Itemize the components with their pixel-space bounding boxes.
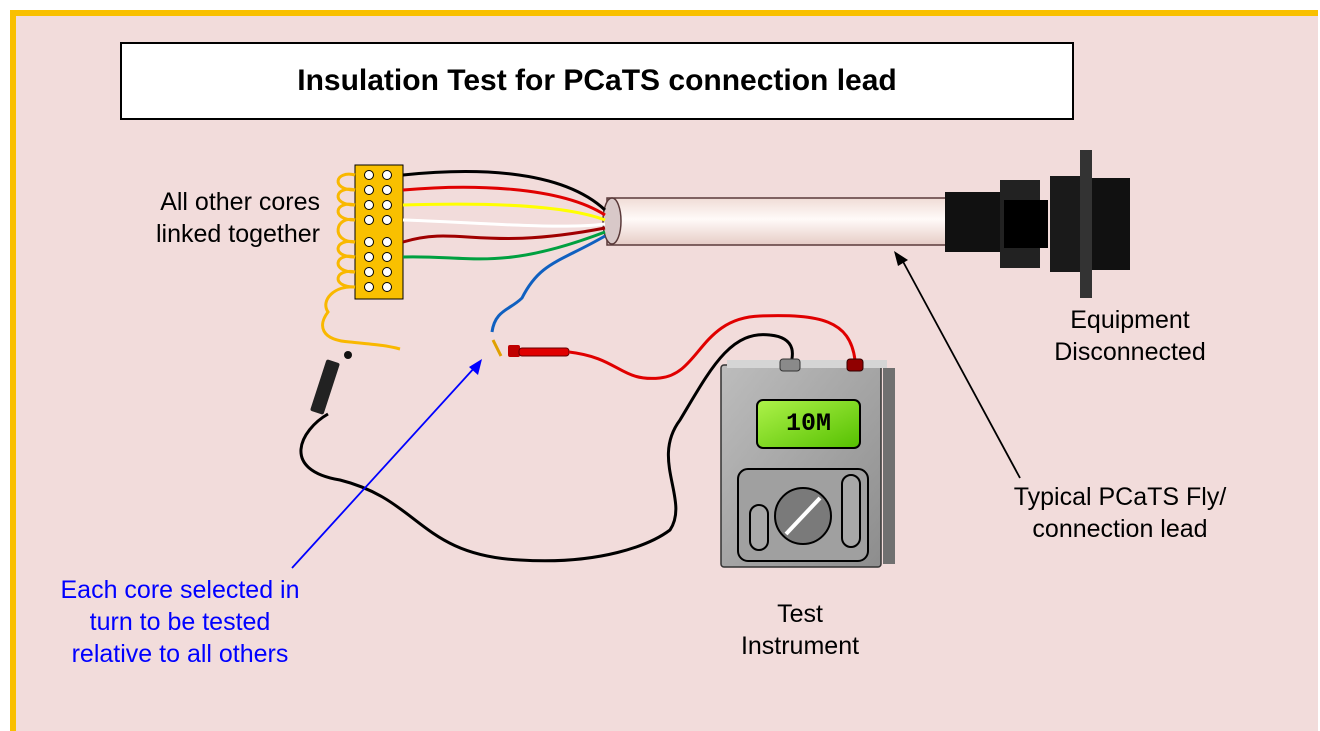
terminal-block xyxy=(354,164,404,300)
instrument-display-reading: 10M xyxy=(785,409,831,438)
connector-plug xyxy=(945,150,1130,298)
background-panel xyxy=(10,10,1318,731)
cable-cores xyxy=(402,170,607,333)
probe-tips xyxy=(310,339,570,415)
label-instrument: Test Instrument xyxy=(720,598,880,662)
label-instrument-line2: Instrument xyxy=(740,632,860,660)
red-test-lead xyxy=(568,314,857,380)
label-linked-cores-line1: All other cores xyxy=(160,188,320,216)
label-equipment-line2: Disconnected xyxy=(1054,338,1206,366)
cable xyxy=(602,197,956,246)
arrow-fly-lead xyxy=(894,251,1021,479)
diagram-title: Insulation Test for PCaTS connection lea… xyxy=(120,42,1074,120)
arrow-core-selected xyxy=(291,359,482,569)
test-instrument xyxy=(720,358,895,568)
label-core-selected: Each core selected in turn to be tested … xyxy=(30,574,330,670)
label-core-selected-line2: turn to be tested xyxy=(89,608,271,636)
label-equipment-line1: Equipment xyxy=(1070,306,1190,334)
label-fly-lead: Typical PCaTS Fly/ connection lead xyxy=(990,481,1250,545)
label-fly-lead-line2: connection lead xyxy=(1032,515,1208,543)
label-instrument-line1: Test xyxy=(777,600,823,628)
diagram-title-text: Insulation Test for PCaTS connection lea… xyxy=(297,64,897,97)
label-fly-lead-line1: Typical PCaTS Fly/ xyxy=(1013,483,1227,511)
label-equipment: Equipment Disconnected xyxy=(1010,304,1250,368)
black-test-lead xyxy=(299,333,794,563)
label-linked-cores-line2: linked together xyxy=(155,220,320,248)
link-wires xyxy=(321,172,401,351)
label-linked-cores: All other cores linked together xyxy=(100,186,320,250)
label-core-selected-line1: Each core selected in xyxy=(60,576,300,604)
label-core-selected-line3: relative to all others xyxy=(71,640,289,668)
